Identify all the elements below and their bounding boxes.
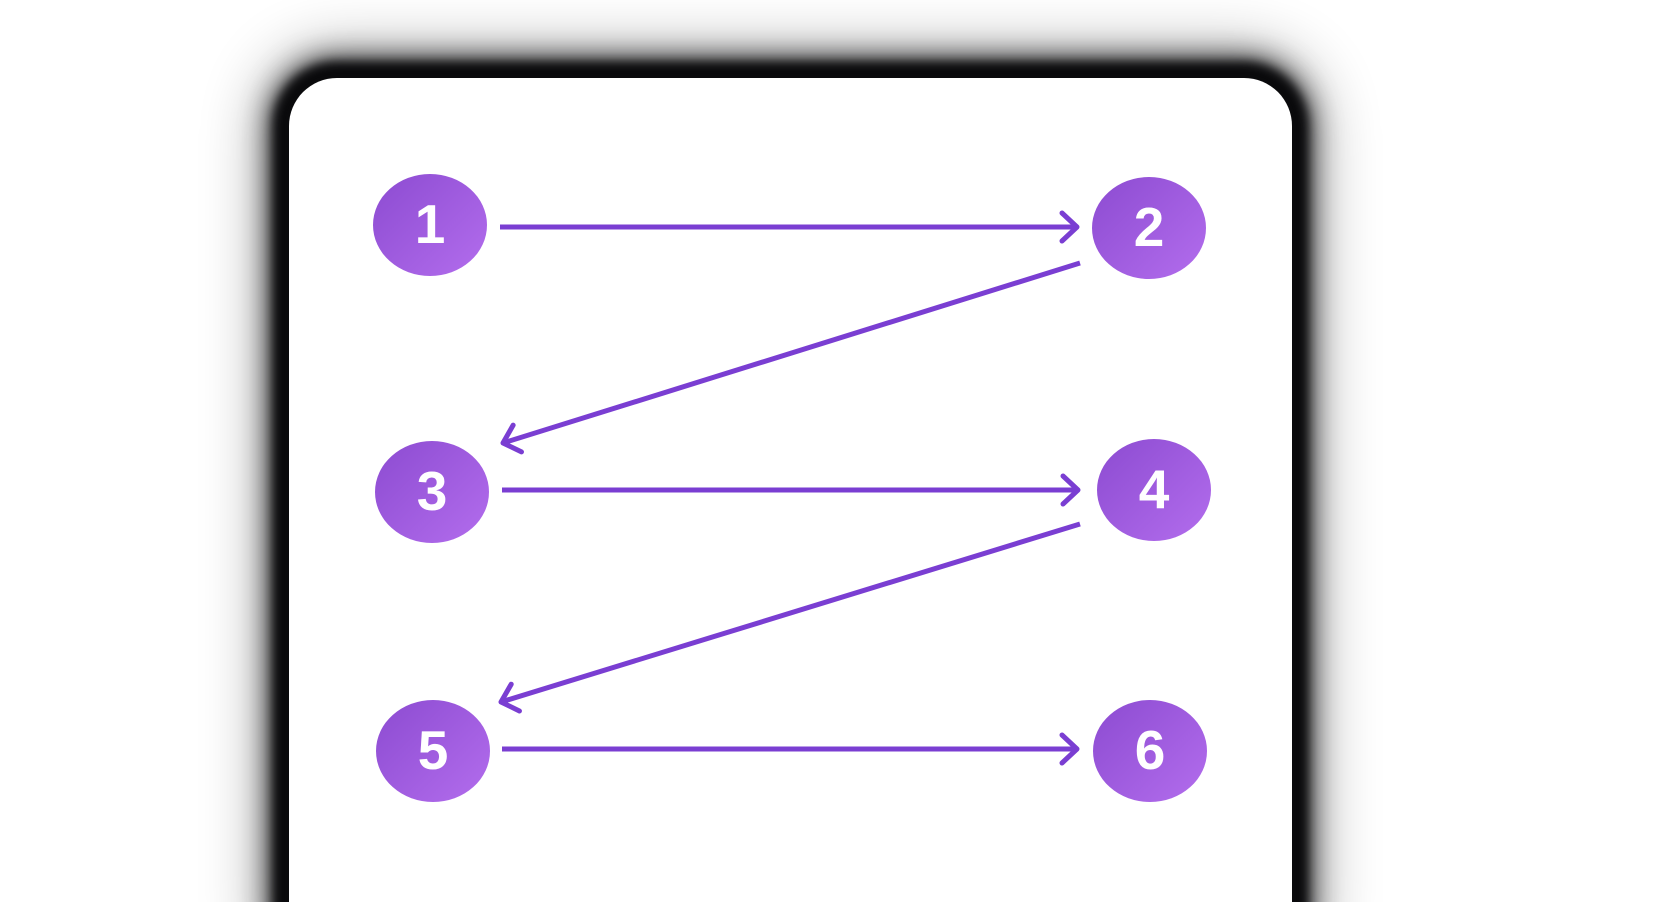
step-node-label: 6 [1134, 718, 1166, 781]
step-node-label: 4 [1138, 457, 1170, 520]
step-node-label: 5 [417, 718, 449, 781]
step-node-3: 3 [375, 441, 489, 543]
step-node-1: 1 [373, 174, 487, 276]
step-node-4: 4 [1097, 439, 1211, 541]
step-node-label: 1 [414, 192, 446, 255]
step-node-2: 2 [1092, 177, 1206, 279]
step-node-label: 2 [1133, 195, 1165, 258]
step-node-5: 5 [376, 700, 490, 802]
step-node-6: 6 [1093, 700, 1207, 802]
step-node-label: 3 [416, 459, 448, 522]
